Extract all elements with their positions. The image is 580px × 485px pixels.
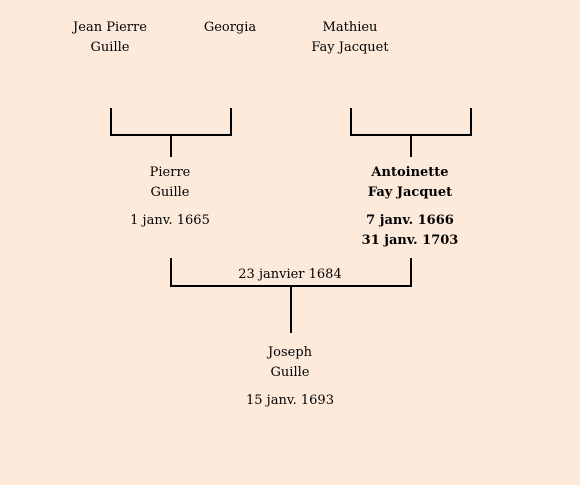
- last-name: Guille: [270, 365, 310, 380]
- last-name: Guille: [90, 40, 130, 55]
- connector-paternal-right: [230, 108, 232, 136]
- death-date: 31 janv. 1703: [361, 233, 459, 248]
- marriage-date: 23 janvier 1684: [238, 267, 342, 282]
- connector-marriage-left: [170, 258, 172, 287]
- first-name: Joseph: [267, 345, 313, 360]
- person-paternal-grandfather[interactable]: Jean Pierre Guille: [30, 18, 190, 58]
- connector-maternal-left: [350, 108, 352, 136]
- first-name: Jean Pierre: [73, 20, 147, 35]
- first-name: Mathieu: [322, 20, 378, 35]
- person-paternal-grandmother[interactable]: Georgia: [150, 18, 310, 38]
- last-name: Fay Jacquet: [311, 40, 389, 55]
- person-mother[interactable]: Antoinette Fay Jacquet 7 janv. 1666 31 j…: [330, 163, 490, 251]
- last-name: Guille: [150, 185, 190, 200]
- connector-marriage-right: [410, 258, 412, 287]
- connector-maternal-down: [410, 134, 412, 157]
- person-maternal-grandfather[interactable]: Mathieu Fay Jacquet: [270, 18, 430, 58]
- connector-child-down: [290, 285, 292, 333]
- connector-paternal-left: [110, 108, 112, 136]
- person-child[interactable]: Joseph Guille 15 janv. 1693: [210, 343, 370, 411]
- connector-maternal-right: [470, 108, 472, 136]
- last-name: Fay Jacquet: [367, 185, 453, 200]
- person-father[interactable]: Pierre Guille 1 janv. 1665: [90, 163, 250, 231]
- birth-date: 7 janv. 1666: [366, 213, 454, 228]
- birth-date: 1 janv. 1665: [130, 213, 210, 228]
- first-name: Pierre: [149, 165, 191, 180]
- connector-paternal-down: [170, 134, 172, 157]
- birth-date: 15 janv. 1693: [246, 393, 334, 408]
- first-name: Antoinette: [371, 165, 449, 180]
- first-name: Georgia: [203, 20, 257, 35]
